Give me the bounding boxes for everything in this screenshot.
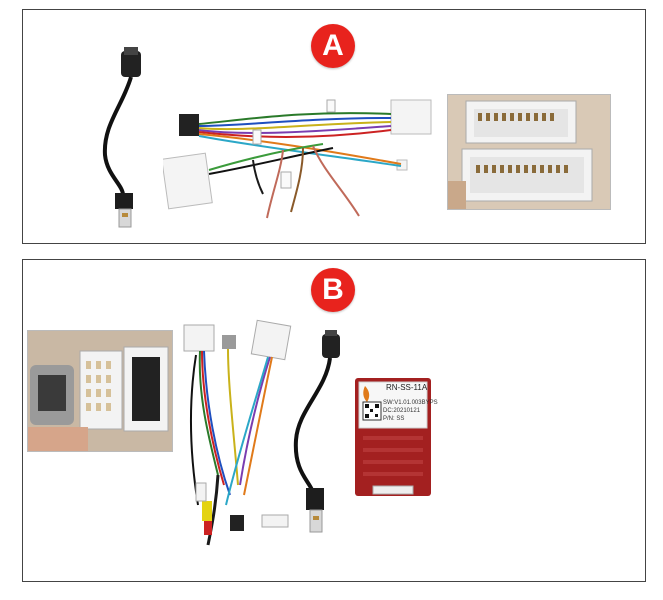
connector-closeup-photo-a — [447, 94, 611, 210]
logo-flame-icon — [363, 386, 370, 402]
connector-closeup-photo-b — [27, 330, 173, 452]
module-dc-text: DC:20210121 — [383, 408, 421, 414]
module-model-text: RN-SS-11A — [386, 383, 428, 392]
wiring-harness-b — [183, 319, 292, 546]
can-decoder-module — [355, 378, 431, 496]
black-plug — [179, 114, 199, 136]
wiring-harness-a — [163, 99, 432, 219]
module-sw-text: SW:V1.01.003BYPS — [383, 400, 438, 406]
badge-b: B — [311, 268, 355, 312]
module-pn-text: P/N: SS — [383, 416, 405, 422]
badge-a: A — [311, 24, 355, 68]
panel-b: B — [22, 259, 646, 582]
antenna-adapter-cable-b — [293, 330, 340, 533]
panel-a: A — [22, 9, 646, 244]
antenna-adapter-cable-a — [102, 47, 141, 228]
